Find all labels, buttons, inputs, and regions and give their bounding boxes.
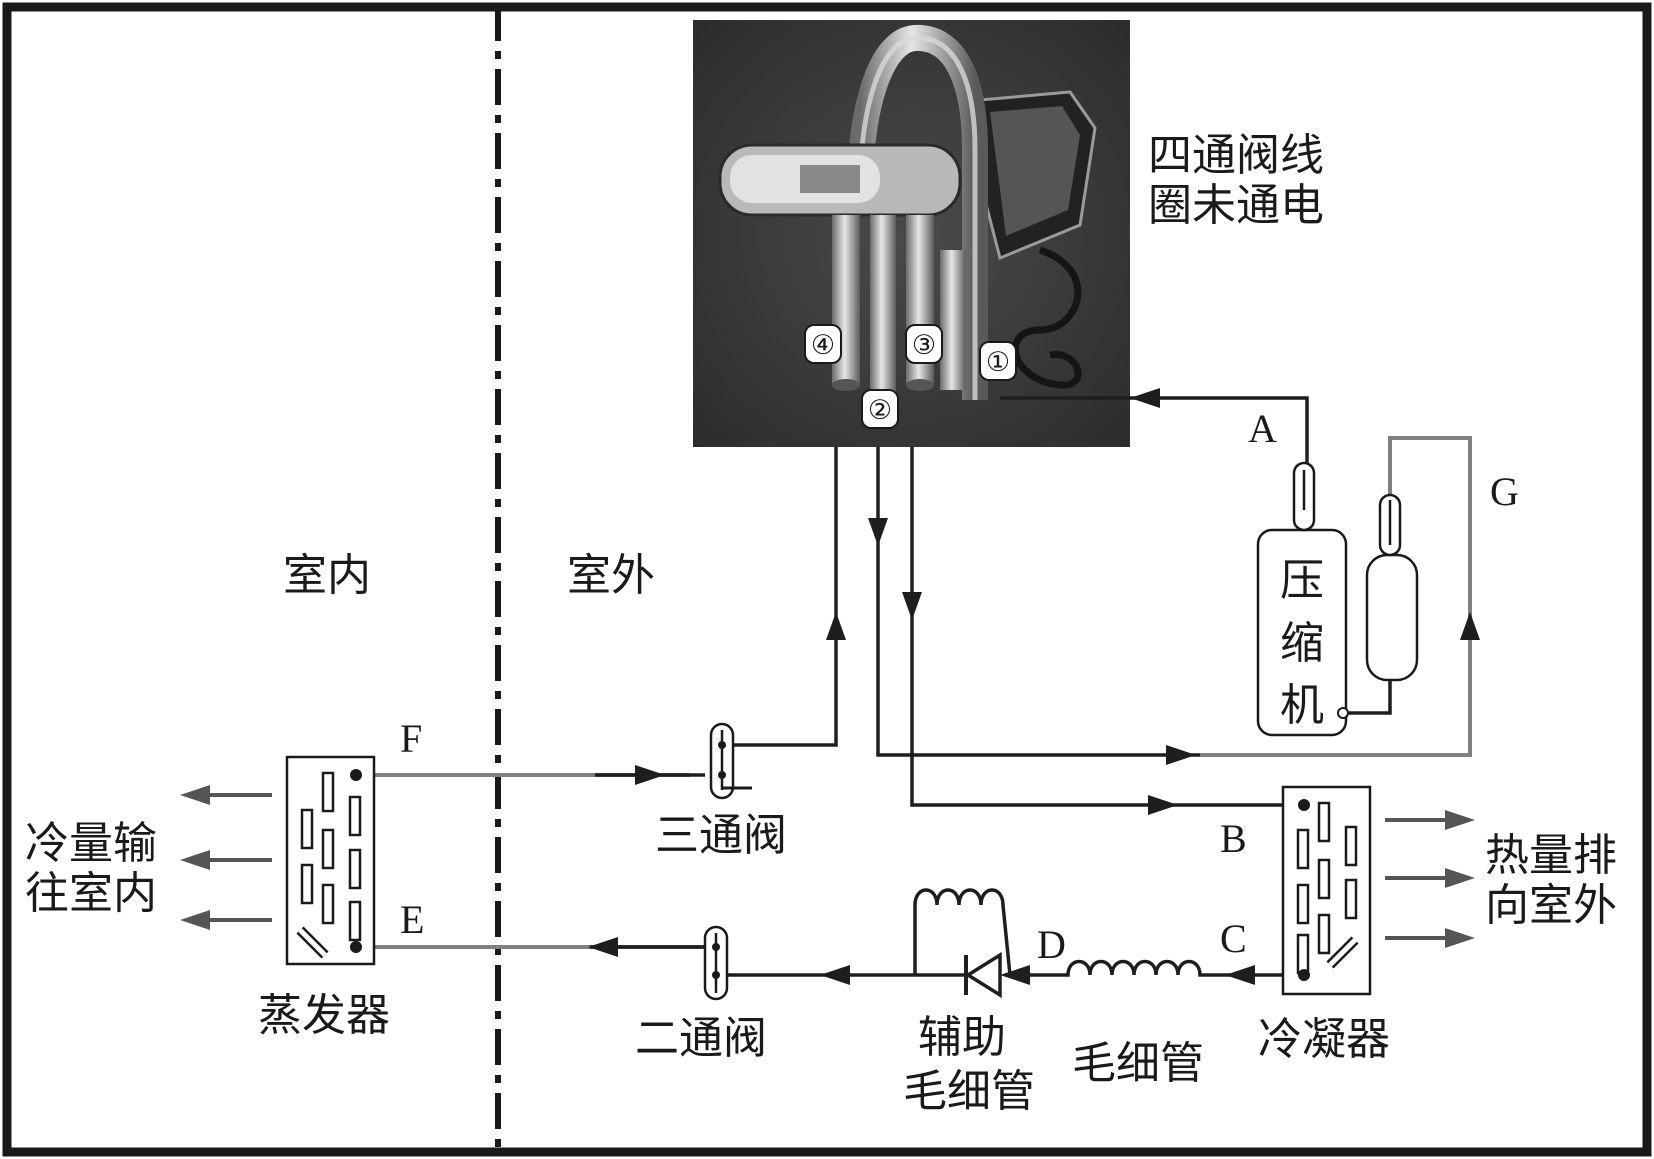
heat-output-label-2: 向室外 xyxy=(1485,880,1617,931)
compressor-label-1: 压 xyxy=(1280,555,1324,606)
flow-arrow-e xyxy=(588,937,618,957)
compressor-label-2: 缩 xyxy=(1280,618,1324,669)
flow-arrow-to-g xyxy=(1166,745,1196,765)
flow-arrow-f xyxy=(635,765,665,785)
outdoor-label: 室外 xyxy=(567,550,655,601)
flow-arrow-port3-down xyxy=(902,592,922,620)
cold-output-arrows xyxy=(180,785,272,930)
three-way-valve-label: 三通阀 xyxy=(655,810,787,861)
compressor-label-3: 机 xyxy=(1280,680,1324,731)
two-way-valve xyxy=(703,925,729,1001)
pipe-port3-to-condenser xyxy=(910,447,1305,807)
heat-output-label-1: 热量排 xyxy=(1485,830,1617,881)
flow-arrow-a xyxy=(1130,388,1160,408)
cold-output-label-1: 冷量输 xyxy=(25,818,157,869)
auxiliary-capillary-loop xyxy=(913,888,1012,976)
pipe-compressor-to-port1 xyxy=(1000,396,1309,465)
pipe-accumulator-return xyxy=(1200,436,1472,757)
svg-text:①: ① xyxy=(986,347,1010,378)
compressor xyxy=(1256,461,1392,737)
heat-output-arrows xyxy=(1385,810,1475,948)
flow-arrow-d xyxy=(1000,965,1030,985)
flow-arrow-port2-down xyxy=(868,518,888,546)
evaporator xyxy=(285,755,376,966)
evaporator-label: 蒸发器 xyxy=(258,990,390,1041)
aux-capillary-label-2: 毛细管 xyxy=(903,1066,1035,1117)
condenser-label: 冷凝器 xyxy=(1258,1014,1390,1065)
three-way-valve xyxy=(709,722,752,800)
point-c-label: C xyxy=(1220,916,1247,961)
port-4-marker: ④ xyxy=(804,324,842,364)
check-valve-symbol xyxy=(964,951,1002,999)
accumulator xyxy=(1365,493,1419,682)
aux-capillary-label-1: 辅助 xyxy=(918,1012,1006,1063)
four-way-valve-photo: ④ ③ ① ② xyxy=(693,20,1130,447)
port-3-marker: ③ xyxy=(905,324,943,364)
indoor-label: 室内 xyxy=(283,550,371,601)
capillary-coil xyxy=(1066,959,1205,977)
pipe-port2-to-accumulator xyxy=(876,447,1200,757)
point-a-label: A xyxy=(1248,406,1277,451)
valve-status-line1: 四通阀线 xyxy=(1148,130,1324,181)
svg-text:②: ② xyxy=(868,395,892,426)
point-b-label: B xyxy=(1220,816,1247,861)
pipe-port4-to-three-way-valve xyxy=(720,447,838,747)
valve-status-line2: 圈未通电 xyxy=(1148,180,1324,231)
two-way-valve-label: 二通阀 xyxy=(635,1013,767,1064)
cold-output-label-2: 往室内 xyxy=(25,868,157,919)
flow-arrow-to-b xyxy=(1148,795,1178,815)
condenser xyxy=(1281,785,1372,996)
flow-arrow-g-up xyxy=(1460,612,1480,640)
point-f-label: F xyxy=(400,716,422,761)
flow-arrow-port4-up xyxy=(826,612,846,640)
port-1-marker: ① xyxy=(979,341,1017,381)
flow-arrow-c xyxy=(1225,965,1255,985)
flow-arrow-to-two-way-valve xyxy=(820,965,850,985)
point-e-label: E xyxy=(400,897,424,942)
svg-text:④: ④ xyxy=(811,330,835,361)
point-g-label: G xyxy=(1490,469,1519,514)
point-d-label: D xyxy=(1037,922,1066,967)
capillary-label: 毛细管 xyxy=(1072,1038,1204,1089)
svg-text:③: ③ xyxy=(912,330,936,361)
port-2-marker: ② xyxy=(861,389,899,429)
